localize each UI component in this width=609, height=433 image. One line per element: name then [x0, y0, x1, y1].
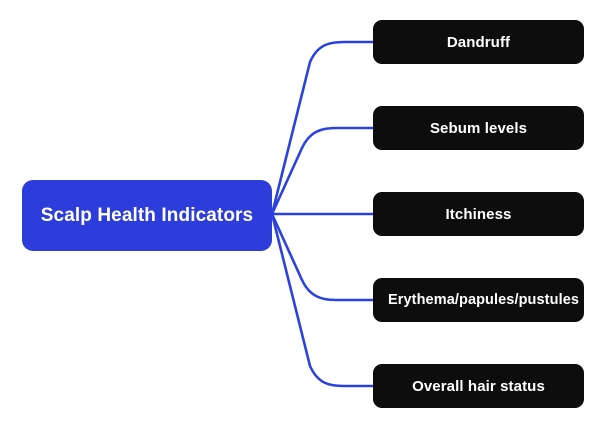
edge-to-erythema: [270, 212, 375, 302]
leaf-node-label: Itchiness: [445, 205, 512, 223]
leaf-node-label: Sebum levels: [429, 119, 528, 137]
root-node-label: Scalp Health Indicators: [40, 205, 254, 226]
root-node[interactable]: Scalp Health Indicators: [22, 180, 272, 251]
edge-to-sebum-levels: [270, 126, 375, 216]
edge-to-overall-hair-status: [270, 212, 375, 388]
leaf-node-label: Erythema/papules/pustules: [387, 291, 580, 308]
leaf-node-overall-hair-status[interactable]: Overall hair status: [373, 364, 584, 408]
leaf-node-label: Dandruff: [446, 33, 511, 51]
leaf-node-erythema[interactable]: Erythema/papules/pustules: [373, 278, 584, 322]
edge-to-dandruff: [270, 40, 375, 216]
leaf-node-itchiness[interactable]: Itchiness: [373, 192, 584, 236]
leaf-node-label: Overall hair status: [412, 377, 545, 395]
leaf-node-sebum-levels[interactable]: Sebum levels: [373, 106, 584, 150]
leaf-node-dandruff[interactable]: Dandruff: [373, 20, 584, 64]
